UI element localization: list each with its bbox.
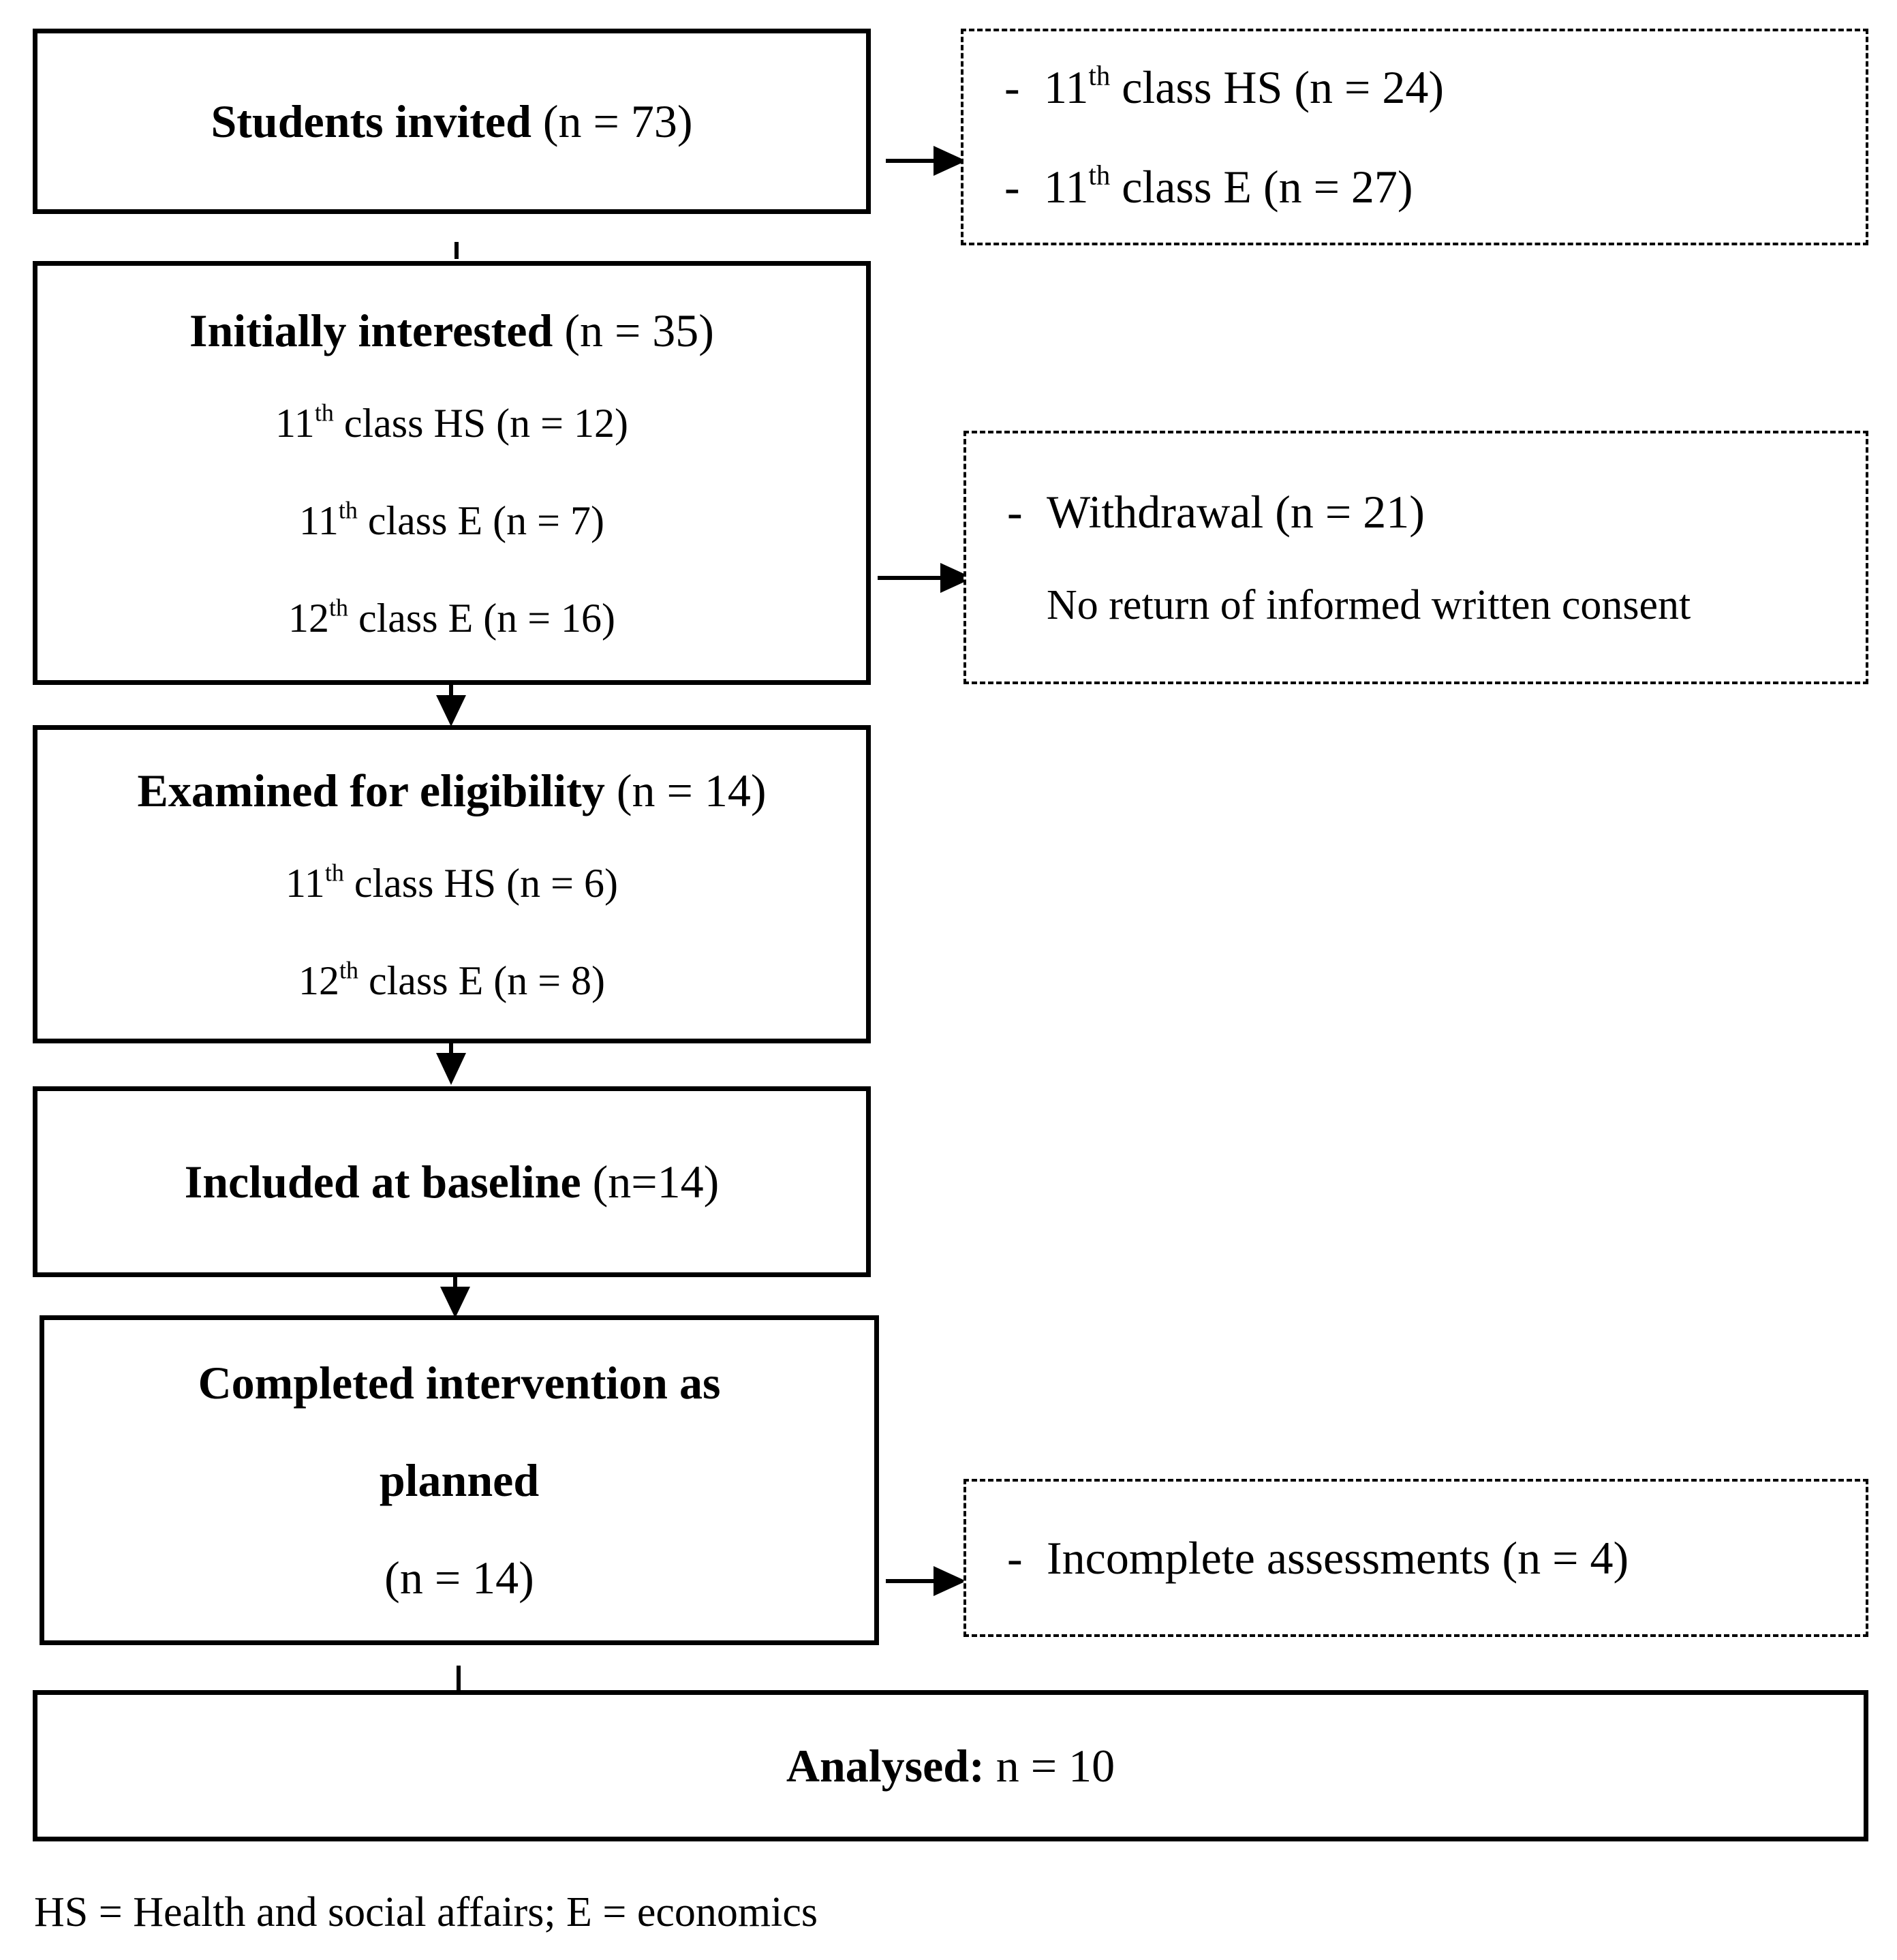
interested-label: Initially interested <box>189 305 553 356</box>
item-num: 11 <box>275 401 315 446</box>
item-rest: class E (n = 27) <box>1122 161 1413 213</box>
bullet-dash: - <box>1007 486 1023 538</box>
box-analysed: Analysed: n = 10 <box>33 1690 1868 1841</box>
baseline-label: Included at baseline <box>184 1156 581 1208</box>
item-sup: th <box>328 594 348 622</box>
invited-label: Students invited <box>211 95 531 147</box>
examined-item: 11th class HS (n = 6) <box>286 861 618 906</box>
item-rest: class E (n = 16) <box>358 596 616 641</box>
box-withdrawal: -Withdrawal (n = 21) No return of inform… <box>963 431 1868 684</box>
box-examined-eligibility: Examined for eligibility (n = 14) 11th c… <box>33 725 871 1043</box>
interested-line: Initially interested (n = 35) <box>189 307 714 354</box>
box-not-interested: -11th class HS (n = 24) -11th class E (n… <box>961 29 1868 245</box>
examined-item: 12th class E (n = 8) <box>298 956 606 1003</box>
interested-item: 11th class E (n = 7) <box>299 496 604 543</box>
analysed-label: Analysed: <box>786 1740 985 1792</box>
withdrawal-detail-text: No return of informed written consent <box>1047 582 1691 628</box>
item-num: 12 <box>288 596 329 641</box>
withdrawal-title-text: Withdrawal (n = 21) <box>1047 486 1425 538</box>
bullet-dash: - <box>1004 61 1020 113</box>
baseline-line: Included at baseline (n=14) <box>185 1159 720 1205</box>
incomplete-title: -Incomplete assessments (n = 4) <box>1007 1535 1866 1581</box>
arrowhead-8 <box>934 1566 966 1596</box>
withdrawal-title: -Withdrawal (n = 21) <box>1007 489 1866 535</box>
item-sup: th <box>1088 159 1111 191</box>
footnote: HS = Health and social affairs; E = econ… <box>34 1889 818 1935</box>
item-num: 11 <box>299 498 339 543</box>
item-rest: class HS (n = 12) <box>343 401 628 446</box>
box-students-invited: Students invited (n = 73) <box>33 29 871 214</box>
item-rest: class HS (n = 6) <box>354 861 618 906</box>
completed-count: (n = 14) <box>384 1552 534 1604</box>
interested-item: 11th class HS (n = 12) <box>275 401 628 446</box>
examined-count: (n = 14) <box>616 765 767 816</box>
box-incomplete-assessments: -Incomplete assessments (n = 4) <box>963 1479 1868 1637</box>
box-included-baseline: Included at baseline (n=14) <box>33 1086 871 1277</box>
invited-line: Students invited (n = 73) <box>211 98 692 144</box>
interested-item: 12th class E (n = 16) <box>288 596 616 641</box>
examined-line: Examined for eligibility (n = 14) <box>138 767 767 814</box>
item-rest: class HS (n = 24) <box>1122 61 1444 113</box>
arrowhead-7 <box>940 563 973 593</box>
side-item: -11th class HS (n = 24) <box>1004 61 1866 113</box>
item-sup: th <box>338 496 358 524</box>
arrowhead-6 <box>934 146 966 176</box>
analysed-line: Analysed: n = 10 <box>786 1743 1115 1789</box>
invited-count: (n = 73) <box>542 95 693 147</box>
item-sup: th <box>324 859 344 887</box>
arrowhead-4 <box>440 1287 470 1318</box>
incomplete-title-text: Incomplete assessments (n = 4) <box>1047 1532 1629 1584</box>
examined-label: Examined for eligibility <box>137 765 605 816</box>
arrowhead-2 <box>436 695 466 726</box>
completed-label-line2: planned <box>379 1454 540 1506</box>
item-num: 11 <box>1044 161 1089 213</box>
bullet-dash: - <box>1004 161 1020 213</box>
box-initially-interested: Initially interested (n = 35) 11th class… <box>33 261 871 685</box>
analysed-count: n = 10 <box>996 1740 1115 1792</box>
side-item: -11th class E (n = 27) <box>1004 161 1866 213</box>
item-rest: class E (n = 7) <box>367 498 604 543</box>
item-num: 11 <box>286 861 325 906</box>
bullet-dash: - <box>1007 1532 1023 1584</box>
item-num: 11 <box>1044 61 1089 113</box>
completed-label-line1: Completed intervention as <box>198 1357 721 1409</box>
item-sup: th <box>1088 60 1111 91</box>
baseline-count: (n=14) <box>592 1156 720 1208</box>
withdrawal-detail: No return of informed written consent <box>1007 584 1866 626</box>
item-sup: th <box>314 399 334 427</box>
interested-count: (n = 35) <box>564 305 714 356</box>
box-completed-intervention: Completed intervention as planned (n = 1… <box>40 1315 879 1645</box>
arrowhead-3 <box>436 1053 466 1085</box>
item-num: 12 <box>298 958 339 1003</box>
item-rest: class E (n = 8) <box>368 958 606 1003</box>
item-sup: th <box>339 956 358 984</box>
